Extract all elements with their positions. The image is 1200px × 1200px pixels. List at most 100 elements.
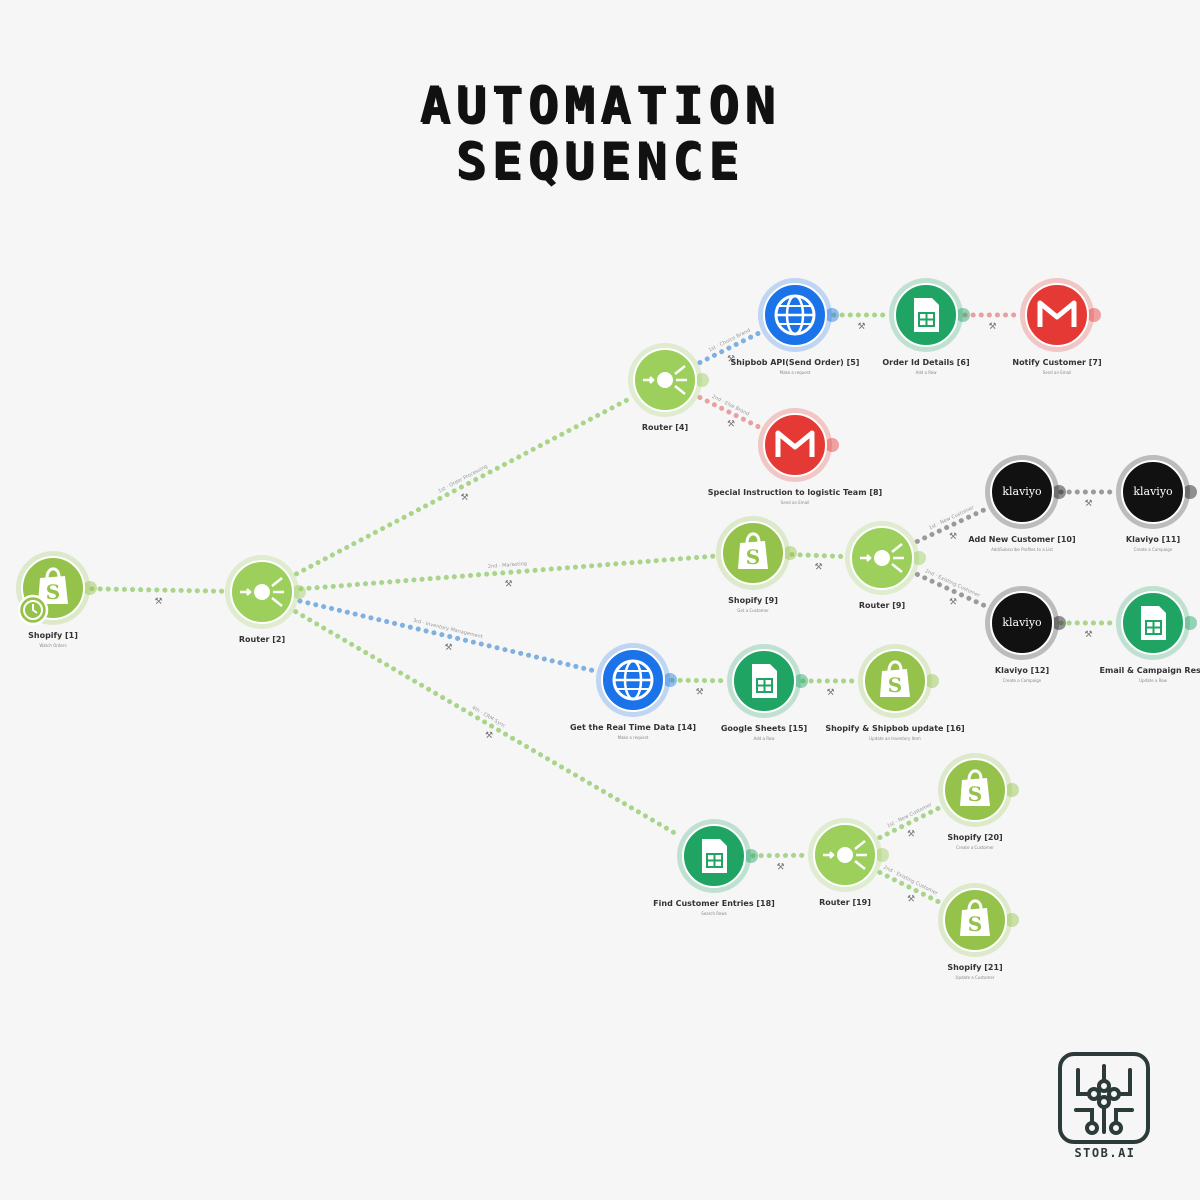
wrench-icon[interactable]: ⚒ [815,563,823,573]
wrench-icon[interactable]: ⚒ [485,731,493,741]
wrench-icon[interactable]: ⚒ [949,532,957,542]
output-handle[interactable] [1087,308,1101,322]
module-n20[interactable]: S [938,883,1019,957]
wrench-icon[interactable]: ⚒ [696,688,704,698]
wrench-icon[interactable]: ⚒ [155,597,163,607]
output-handle[interactable] [1005,913,1019,927]
module-label: Klaviyo [12] [994,666,1050,675]
route-filter-label[interactable]: 2nd · Existing Customer [882,865,939,898]
connection-n17-n18[interactable]: ⚒ [750,852,809,873]
module-n19[interactable]: S [938,753,1019,827]
gmail-icon [1037,300,1077,327]
module-action: Get a Customer [737,608,769,613]
connection-n15-n16[interactable]: ⚒ [800,678,859,698]
shopify-bag-icon: S [960,899,990,936]
schedule-clock-icon[interactable] [17,594,49,626]
module-n3[interactable] [628,343,709,417]
connection-n8-n9[interactable]: ⚒ [789,552,846,573]
module-action: Send an Email [1042,370,1072,375]
output-handle[interactable] [292,585,306,599]
output-handle[interactable] [663,673,677,687]
router-icon [823,840,867,870]
output-handle[interactable] [744,849,758,863]
output-handle[interactable] [695,373,709,387]
output-handle[interactable] [1052,485,1066,499]
wrench-icon[interactable]: ⚒ [907,895,915,905]
output-handle[interactable] [1183,485,1197,499]
output-handle[interactable] [1183,616,1197,630]
connection-n2-n14[interactable]: ⚒3rd · Inventory Management [297,598,598,674]
output-handle[interactable] [783,546,797,560]
route-filter-label[interactable]: 2nd · Marketing [488,561,528,570]
stob-ai-logo [1058,1052,1150,1144]
connection-n2-n8[interactable]: ⚒ 2nd · Marketing [298,553,717,592]
connection-n3-n7[interactable]: ⚒2nd · Else Brand [697,394,763,431]
module-n2[interactable] [225,555,306,629]
module-label: Shopify & Shipbob update [16] [825,724,965,733]
wrench-icon[interactable]: ⚒ [445,643,453,653]
wrench-icon[interactable]: ⚒ [777,863,785,873]
module-n10[interactable]: klaviyo [985,455,1066,529]
wrench-icon[interactable]: ⚒ [949,598,957,608]
connection-n18-n20[interactable]: ⚒2nd · Existing Customer [877,865,943,906]
wrench-icon[interactable]: ⚒ [505,580,513,590]
module-n14[interactable] [596,643,677,717]
connection-n5-n6[interactable]: ⚒ [962,312,1021,332]
route-filter-label[interactable]: 2nd · Existing Customer [924,568,982,599]
module-n15[interactable] [727,644,808,718]
wrench-icon[interactable]: ⚒ [727,420,735,430]
module-action: Create a Campaign [1133,547,1173,552]
module-n13[interactable] [1116,586,1197,660]
router-icon [860,543,904,573]
output-handle[interactable] [825,308,839,322]
connection-n2-n3[interactable]: ⚒1st · Order Processing [294,395,633,577]
connection-n9-n12[interactable]: ⚒2nd · Existing Customer [914,568,990,610]
module-n11[interactable]: klaviyo [1116,455,1197,529]
module-n6[interactable] [1020,278,1101,352]
wrench-icon[interactable]: ⚒ [727,355,735,365]
route-filter-label[interactable]: 1st · Order Processing [437,464,488,495]
module-n1[interactable]: S [16,551,97,626]
connection-n18-n19[interactable]: ⚒1st · New Customer [877,801,943,841]
connection-n14-n15[interactable]: ⚒ [669,677,728,698]
wrench-icon[interactable]: ⚒ [907,830,915,840]
module-n5[interactable] [889,278,970,352]
module-n4[interactable] [758,278,839,352]
module-n7[interactable] [758,408,839,482]
module-action: Create a Customer [956,845,994,850]
output-handle[interactable] [956,308,970,322]
module-label: Order Id Details [6] [882,358,970,367]
module-action: Create a Campaign [1002,678,1042,683]
output-handle[interactable] [1052,616,1066,630]
wrench-icon[interactable]: ⚒ [1085,630,1093,640]
wrench-icon[interactable]: ⚒ [461,493,469,503]
module-action: Update a Row [1139,678,1167,683]
klaviyo-logo-icon: klaviyo [1133,485,1173,498]
output-handle[interactable] [925,674,939,688]
output-handle[interactable] [794,674,808,688]
output-handle[interactable] [912,551,926,565]
module-n17[interactable] [677,819,758,893]
module-n18[interactable] [808,818,889,892]
shopify-bag-icon: S [960,769,990,806]
output-handle[interactable] [83,581,97,595]
module-n16[interactable]: S [858,644,939,718]
wrench-icon[interactable]: ⚒ [858,322,866,332]
output-handle[interactable] [825,438,839,452]
module-n9[interactable] [845,521,926,595]
module-label: Get the Real Time Data [14] [569,723,697,732]
output-handle[interactable] [875,848,889,862]
connection-n12-n13[interactable]: ⚒ [1058,620,1117,640]
output-handle[interactable] [1005,783,1019,797]
module-label: Klaviyo [11] [1125,535,1181,544]
wrench-icon[interactable]: ⚒ [1085,499,1093,509]
module-n8[interactable]: S [716,516,797,590]
connection-n4-n5[interactable]: ⚒ [831,312,890,332]
wrench-icon[interactable]: ⚒ [989,322,997,332]
module-n12[interactable]: klaviyo [985,586,1066,660]
wrench-icon[interactable]: ⚒ [827,688,835,698]
connection-n1-n2[interactable]: ⚒ [89,586,226,607]
connection-n10-n11[interactable]: ⚒ [1058,489,1117,509]
